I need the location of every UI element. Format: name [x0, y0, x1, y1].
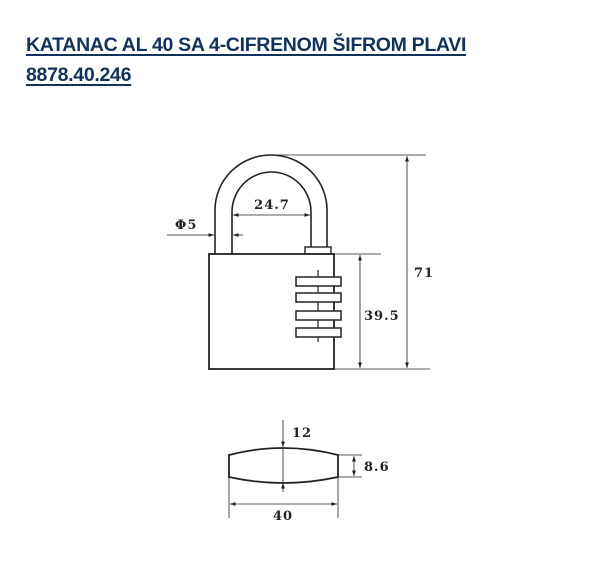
body-cross-section — [228, 447, 339, 484]
dim-shackle-width: 24.7 — [254, 198, 290, 213]
dial — [295, 310, 342, 321]
dial — [295, 292, 342, 303]
dimension-lines — [167, 154, 430, 370]
dim-center-thickness: 12 — [292, 426, 312, 441]
dim-width: 40 — [273, 509, 293, 524]
bottom-view — [228, 420, 362, 518]
dim-edge-thickness: 8.6 — [364, 460, 390, 475]
dial — [295, 276, 342, 287]
dim-total-height: 71 — [414, 266, 434, 281]
dim-shackle-diameter: Φ5 — [175, 218, 197, 233]
dim-body-height: 39.5 — [364, 309, 400, 324]
product-code[interactable]: 8878.40.246 — [26, 64, 132, 86]
product-title[interactable]: KATANAC AL 40 SA 4-CIFRENOM ŠIFROM PLAVI — [26, 34, 467, 56]
dial — [295, 327, 342, 338]
front-view — [167, 154, 430, 370]
combination-dials — [295, 276, 342, 338]
shackle-collar — [304, 246, 332, 255]
